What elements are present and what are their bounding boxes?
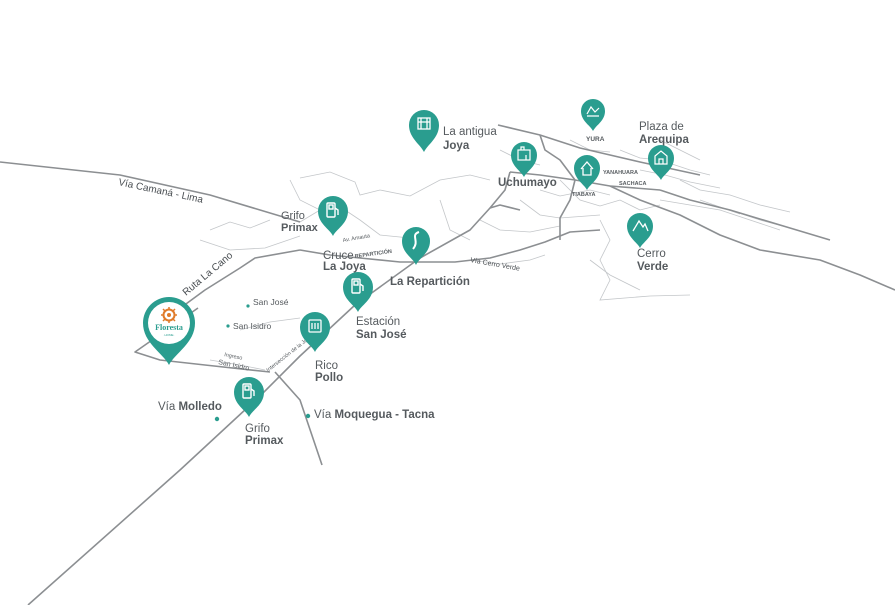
pin-rico-pollo[interactable] — [300, 312, 330, 352]
label-cruce-2: La Joya — [323, 261, 366, 273]
pin-floresta[interactable]: Floresta ·HOME· — [143, 297, 195, 365]
pin-la-antigua-joya[interactable] — [409, 110, 439, 152]
label-molledo-1: Vía — [158, 401, 176, 413]
minor-roads — [199, 139, 791, 371]
label-molledo: Vía Molledo — [158, 401, 222, 413]
label-plaza-1: Plaza de — [639, 121, 684, 133]
road-icon — [412, 231, 420, 250]
road-label-ingreso-2: San Isidro — [218, 359, 250, 372]
label-grifo2-2: Primax — [245, 435, 284, 447]
molledo-dot — [214, 416, 220, 422]
label-reparticion: La Repartición — [390, 276, 470, 288]
floresta-brand-sub: ·HOME· — [164, 333, 175, 337]
label-cerro-1: Cerro — [637, 248, 666, 260]
label-yanahuara: YANAHUARA — [603, 170, 638, 176]
pin-grifo-primax-upper[interactable] — [318, 196, 348, 236]
label-grifo2-1: Grifo — [245, 423, 270, 435]
fuel-pump-icon — [351, 278, 364, 294]
pin-plaza-arequipa[interactable] — [648, 145, 674, 180]
mountain-icon — [632, 219, 649, 232]
label-moquegua-2: Moquegua - Tacna — [334, 409, 435, 421]
cathedral-icon — [654, 150, 668, 165]
label-uchumayo: Uchumayo — [498, 177, 557, 189]
label-antigua-1: La antigua — [443, 126, 497, 138]
label-rico-1: Rico — [315, 360, 338, 372]
house-icon — [580, 161, 594, 176]
label-sachaca: SACHACA — [619, 181, 647, 187]
pin-grifo-primax-lower[interactable] — [234, 377, 264, 417]
label-cruce-1: Cruce — [323, 250, 354, 262]
restaurant-icon — [308, 319, 322, 333]
road-label-cerro-verde: Vía Cerro Verde — [470, 257, 521, 273]
pin-cerro-verde[interactable] — [627, 213, 653, 248]
floresta-brand-name: Floresta — [155, 323, 183, 332]
label-rico-2: Pollo — [315, 372, 343, 384]
town-icon — [517, 146, 531, 161]
pin-yura[interactable] — [581, 99, 605, 131]
san-jose-dot — [246, 304, 250, 308]
road-label-ingreso-1: Ingreso — [224, 352, 243, 362]
san-isidro-label: San Isidro — [233, 321, 272, 331]
pin-uchumayo[interactable] — [511, 142, 537, 177]
yura-icon — [586, 105, 600, 117]
label-antigua-2: Joya — [443, 140, 470, 152]
label-moquegua: Vía Moquegua - Tacna — [314, 409, 435, 421]
label-moquegua-1: Vía — [314, 409, 332, 421]
label-estacion-1: Estación — [356, 316, 400, 328]
main-roads — [0, 124, 895, 605]
moquegua-dot — [305, 413, 311, 419]
pin-house[interactable] — [574, 155, 600, 190]
road-label-camana: Vía Camaná - Lima — [117, 177, 204, 206]
road-label-reparticion-small: REPARTICIÓN — [354, 247, 392, 260]
san-jose-label: San José — [253, 297, 289, 307]
road-label-avenida: Av. Amauta — [342, 233, 371, 244]
label-plaza-2: Arequipa — [639, 134, 689, 146]
fuel-pump-icon — [242, 383, 255, 399]
label-grifo1-1: Grifo — [281, 210, 305, 222]
label-estacion-2: San José — [356, 329, 407, 341]
label-cerro-2: Verde — [637, 261, 668, 273]
road-label-ruta-la-cano: Ruta La Cano — [181, 250, 236, 298]
label-tiabaya: TIABAYA — [572, 192, 595, 198]
fuel-pump-icon — [326, 202, 339, 218]
ruins-icon — [417, 117, 431, 130]
san-isidro-dot — [226, 324, 230, 328]
floresta-logo-icon — [161, 307, 177, 323]
pin-la-reparticion[interactable] — [402, 227, 430, 265]
pin-estacion-san-jose[interactable] — [343, 272, 373, 312]
label-molledo-2: Molledo — [178, 401, 221, 413]
label-grifo1-2: Primax — [281, 222, 319, 234]
label-yura: YURA — [586, 136, 605, 143]
